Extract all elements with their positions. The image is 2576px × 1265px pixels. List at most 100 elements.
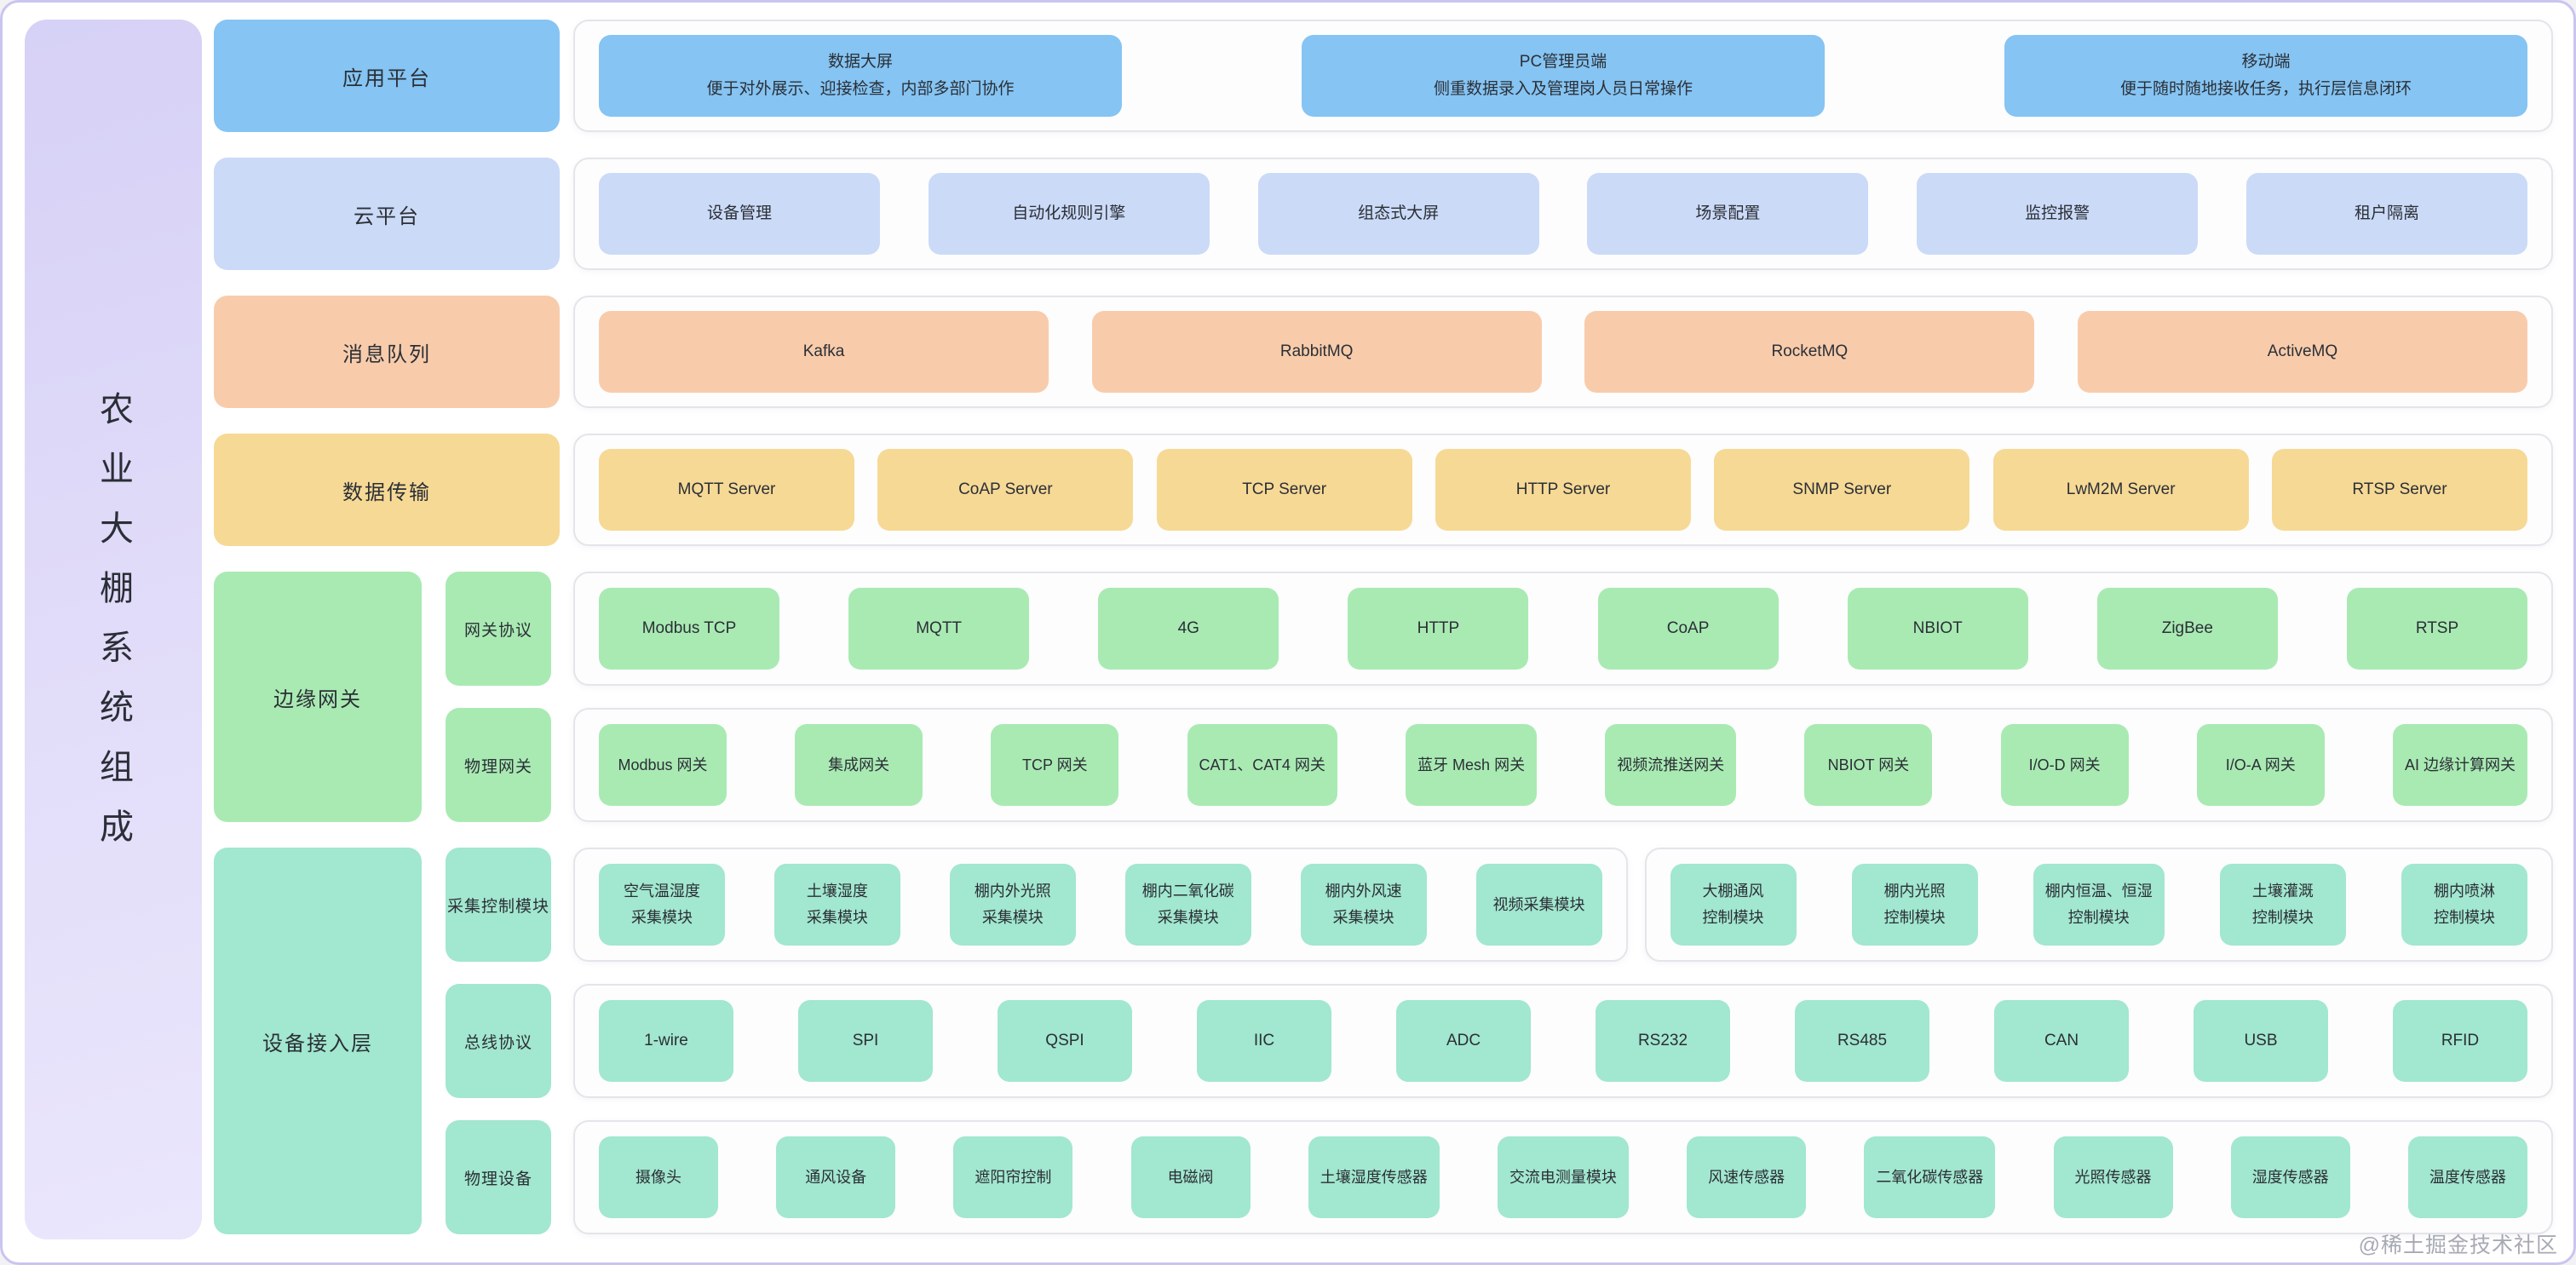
node-gwp-6: ZigBee bbox=[2096, 588, 2278, 670]
node-text: 控制模块 bbox=[2251, 909, 2314, 926]
node-text: 监控报警 bbox=[2025, 204, 2090, 222]
node-ccm-1: 土壤湿度采集模块 bbox=[773, 864, 900, 946]
container-cloud-main-0: 设备管理自动化规则引擎组态式大屏场景配置监控报警租户隔离 bbox=[573, 158, 2553, 270]
node-text: TCP Server bbox=[1242, 480, 1327, 498]
node-pdev-5: 交流电测量模块 bbox=[1497, 1136, 1629, 1218]
node-text: I/O-A 网关 bbox=[2225, 756, 2296, 773]
node-dt-main-1: CoAP Server bbox=[877, 449, 1134, 531]
node-text: HTTP Server bbox=[1515, 480, 1611, 498]
node-text: 空气温湿度 bbox=[624, 883, 700, 900]
node-ccm-5: 视频采集模块 bbox=[1475, 864, 1602, 946]
node-pgw-2: TCP 网关 bbox=[991, 724, 1119, 806]
node-text: ADC bbox=[1446, 1031, 1481, 1049]
label-zone-edge: 边缘网关网关协议物理网关 bbox=[214, 572, 573, 822]
node-mq-main-3: ActiveMQ bbox=[2077, 311, 2527, 393]
node-pgw-9: AI 边缘计算网关 bbox=[2392, 724, 2527, 806]
node-text: 光照传感器 bbox=[2074, 1168, 2152, 1186]
node-cloud-main-3: 场景配置 bbox=[1587, 173, 1869, 255]
node-text: 二氧化碳传感器 bbox=[1876, 1168, 1984, 1186]
node-text: 通风设备 bbox=[805, 1168, 867, 1186]
node-pgw-8: I/O-A 网关 bbox=[2196, 724, 2325, 806]
node-ccm-4: 棚内外风速采集模块 bbox=[1300, 864, 1427, 946]
node-text: RTSP Server bbox=[2352, 480, 2447, 498]
node-text: NBIOT 网关 bbox=[1827, 756, 1910, 773]
node-text: 控制模块 bbox=[2433, 909, 2495, 926]
node-bus-5: RS232 bbox=[1596, 1000, 1730, 1082]
label-zone-cloud: 云平台 bbox=[214, 158, 573, 270]
node-text: 交流电测量模块 bbox=[1509, 1168, 1617, 1186]
node-bus-8: USB bbox=[2194, 1000, 2328, 1082]
node-gwp-1: MQTT bbox=[848, 588, 1030, 670]
node-dt-main-2: TCP Server bbox=[1156, 449, 1412, 531]
node-text: 移动端 bbox=[2241, 52, 2291, 71]
node-pgw-6: NBIOT 网关 bbox=[1804, 724, 1933, 806]
node-text: I/O-D 网关 bbox=[2028, 756, 2101, 773]
node-text: 1-wire bbox=[644, 1031, 688, 1049]
node-text: 土壤湿度 bbox=[806, 883, 868, 900]
container-app-main-0: 数据大屏便于对外展示、迎接检查，内部多部门协作 PC管理员端侧重数据录入及管理岗人… bbox=[573, 20, 2553, 132]
node-ccm-0: 空气温湿度采集模块 bbox=[599, 864, 725, 946]
subrow-dt-main: MQTT Server CoAP Server TCP Server HTTP Ser… bbox=[573, 434, 2553, 546]
node-gwp-2: 4G bbox=[1098, 588, 1279, 670]
node-ccm-2: 棚内恒温、恒湿控制模块 bbox=[2033, 864, 2165, 946]
content-zone-cloud: 设备管理自动化规则引擎组态式大屏场景配置监控报警租户隔离 bbox=[573, 158, 2553, 270]
node-text: TCP 网关 bbox=[1022, 756, 1088, 773]
node-text: 数据大屏 bbox=[827, 52, 893, 71]
label-zone-dt: 数据传输 bbox=[214, 434, 573, 546]
node-pdev-4: 土壤湿度传感器 bbox=[1308, 1136, 1440, 1218]
node-text: ZigBee bbox=[2161, 618, 2213, 637]
node-pdev-0: 摄像头 bbox=[599, 1136, 718, 1218]
node-text: 遮阳帘控制 bbox=[975, 1168, 1052, 1186]
content-zone-dt: MQTT Server CoAP Server TCP Server HTTP Ser… bbox=[573, 434, 2553, 546]
layer-dt: 数据传输 MQTT Server CoAP Server TCP Server HTTP… bbox=[214, 434, 2553, 546]
node-pdev-6: 风速传感器 bbox=[1687, 1136, 1807, 1218]
node-text: QSPI bbox=[1045, 1031, 1084, 1049]
sublabel-pgw: 物理网关 bbox=[446, 708, 551, 822]
content-zone-dev: 空气温湿度采集模块土壤湿度采集模块棚内外光照采集模块棚内二氧化碳采集模块棚内外风… bbox=[573, 848, 2553, 1234]
node-text: Modbus 网关 bbox=[618, 756, 708, 773]
node-text: 采集模块 bbox=[1332, 909, 1394, 926]
node-text: 蓝牙 Mesh 网关 bbox=[1417, 756, 1526, 773]
subrow-ccm: 空气温湿度采集模块土壤湿度采集模块棚内外光照采集模块棚内二氧化碳采集模块棚内外风… bbox=[573, 848, 2553, 962]
node-text: 温度传感器 bbox=[2429, 1168, 2506, 1186]
node-text: 棚内光照 bbox=[1883, 883, 1946, 900]
node-text: 采集模块 bbox=[631, 909, 693, 926]
node-text: 摄像头 bbox=[635, 1168, 681, 1186]
node-app-main-1: PC管理员端侧重数据录入及管理岗人员日常操作 bbox=[1302, 35, 1825, 117]
node-gwp-7: RTSP bbox=[2346, 588, 2527, 670]
node-pdev-8: 光照传感器 bbox=[2053, 1136, 2173, 1218]
node-text: RocketMQ bbox=[1771, 342, 1849, 360]
subrow-app-main: 数据大屏便于对外展示、迎接检查，内部多部门协作 PC管理员端侧重数据录入及管理岗人… bbox=[573, 20, 2553, 132]
watermark: @稀土掘金技术社区 bbox=[2358, 1233, 2558, 1257]
layer-label-dt: 数据传输 bbox=[214, 434, 560, 546]
container-dt-main-0: MQTT Server CoAP Server TCP Server HTTP Ser… bbox=[573, 434, 2553, 546]
node-text: AI 边缘计算网关 bbox=[2404, 756, 2516, 773]
node-cloud-main-2: 组态式大屏 bbox=[1257, 173, 1539, 255]
node-pdev-3: 电磁阀 bbox=[1130, 1136, 1251, 1218]
node-text: ActiveMQ bbox=[2267, 342, 2338, 360]
node-text: 视频采集模块 bbox=[1492, 895, 1585, 913]
label-zone-mq: 消息队列 bbox=[214, 296, 573, 408]
container-ccm-0: 空气温湿度采集模块土壤湿度采集模块棚内外光照采集模块棚内二氧化碳采集模块棚内外风… bbox=[573, 848, 1628, 962]
node-app-main-0: 数据大屏便于对外展示、迎接检查，内部多部门协作 bbox=[599, 35, 1122, 117]
node-pgw-5: 视频流推送网关 bbox=[1605, 724, 1737, 806]
node-text: 控制模块 bbox=[1702, 909, 1764, 926]
node-ccm-3: 土壤灌溉控制模块 bbox=[2219, 864, 2346, 946]
subrow-cloud-main: 设备管理自动化规则引擎组态式大屏场景配置监控报警租户隔离 bbox=[573, 158, 2553, 270]
node-text: 设备管理 bbox=[706, 204, 772, 222]
node-text: 棚内恒温、恒湿 bbox=[2044, 883, 2153, 900]
node-text: MQTT Server bbox=[677, 480, 776, 498]
node-text: 组态式大屏 bbox=[1358, 204, 1440, 222]
node-bus-7: CAN bbox=[1994, 1000, 2129, 1082]
node-text: HTTP bbox=[1417, 618, 1460, 637]
node-text: RS232 bbox=[1637, 1031, 1688, 1049]
node-text: CoAP bbox=[1666, 618, 1710, 637]
